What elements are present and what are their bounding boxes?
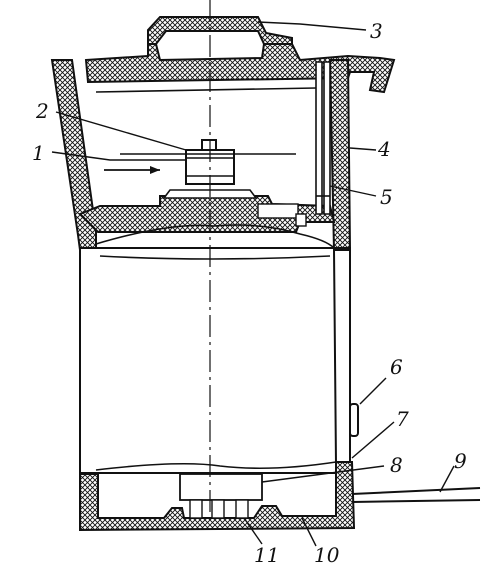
callout-2: 2 bbox=[35, 99, 49, 123]
leader-lines bbox=[51, 21, 455, 547]
callout-7: 7 bbox=[396, 407, 409, 431]
callout-labels: 1 2 3 4 5 6 7 8 9 10 11 bbox=[32, 19, 467, 567]
motor-bottom bbox=[95, 461, 337, 519]
callout-3: 3 bbox=[370, 19, 383, 43]
inner-wall bbox=[95, 61, 331, 215]
callout-8: 8 bbox=[390, 453, 403, 477]
callout-6: 6 bbox=[390, 355, 403, 379]
motor-top bbox=[95, 203, 335, 260]
power-cord bbox=[351, 487, 481, 503]
callout-9: 9 bbox=[454, 449, 467, 473]
callout-10: 10 bbox=[314, 543, 340, 567]
housing bbox=[50, 59, 356, 532]
switch-button bbox=[349, 403, 359, 437]
callout-4: 4 bbox=[377, 137, 391, 161]
knife-assembly bbox=[104, 139, 296, 199]
callout-1: 1 bbox=[32, 141, 45, 165]
callout-5: 5 bbox=[380, 185, 393, 209]
callout-11: 11 bbox=[254, 543, 279, 567]
lid bbox=[84, 16, 396, 94]
